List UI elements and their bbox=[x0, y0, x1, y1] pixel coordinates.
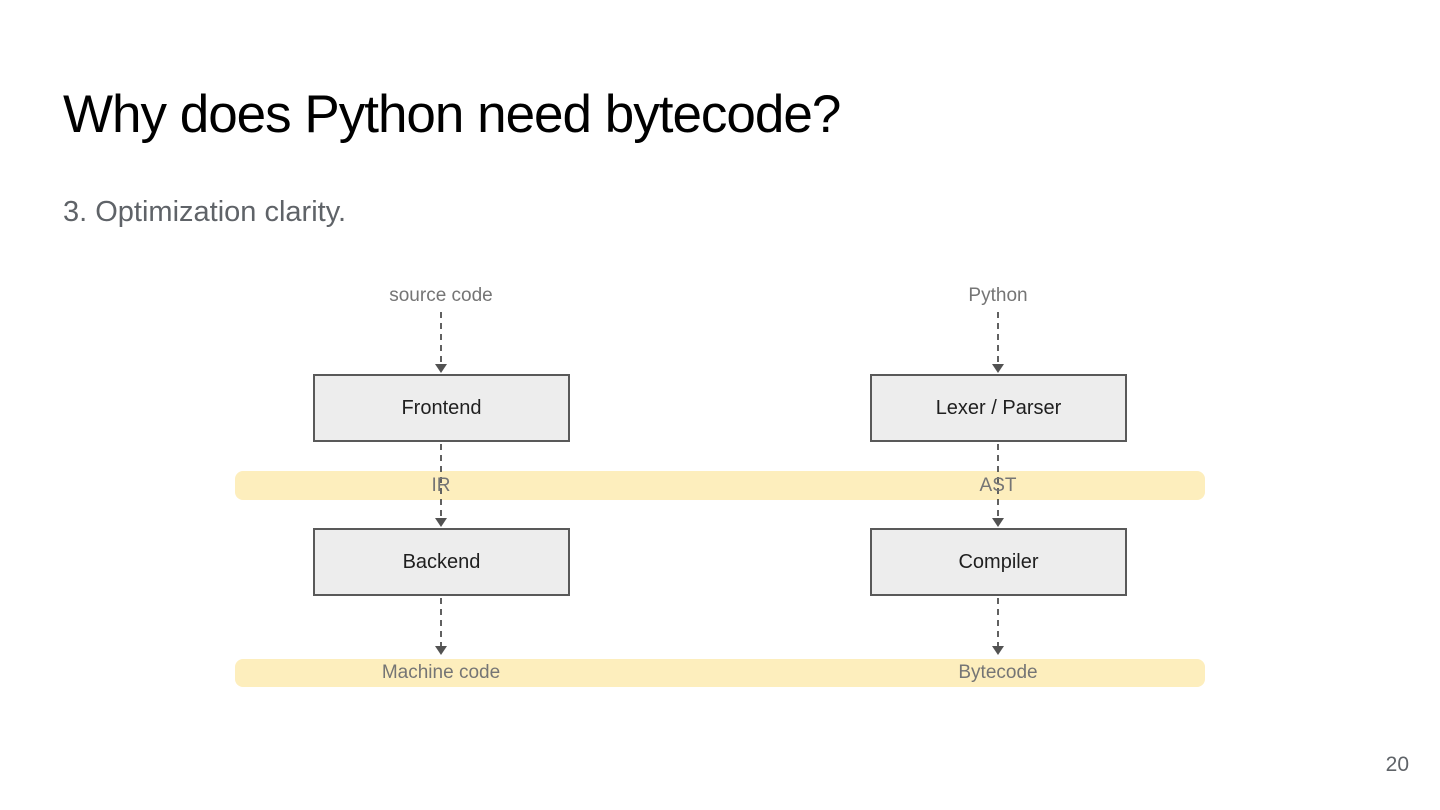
highlight-band-output bbox=[235, 659, 1205, 687]
highlight-band-intermediate bbox=[235, 471, 1205, 500]
stage-box-frontend: Frontend bbox=[313, 374, 570, 442]
arrow-down-icon bbox=[992, 364, 1004, 373]
dashed-arrow-line bbox=[440, 312, 442, 364]
dashed-arrow-line bbox=[997, 444, 999, 518]
arrow-down-icon bbox=[435, 646, 447, 655]
slide-title: Why does Python need bytecode? bbox=[63, 85, 841, 144]
output-label: Machine code bbox=[381, 662, 501, 683]
input-label: source code bbox=[389, 285, 493, 306]
input-label: Python bbox=[968, 285, 1028, 306]
dashed-arrow-line bbox=[997, 312, 999, 364]
dashed-arrow-line bbox=[997, 598, 999, 646]
intermediate-label: IR bbox=[431, 475, 451, 496]
arrow-down-icon bbox=[435, 364, 447, 373]
arrow-down-icon bbox=[992, 646, 1004, 655]
output-label: Bytecode bbox=[958, 662, 1038, 683]
stage-box-lexer-parser: Lexer / Parser bbox=[870, 374, 1127, 442]
intermediate-label: AST bbox=[979, 475, 1017, 496]
page-number: 20 bbox=[1385, 753, 1409, 776]
stage-box-backend: Backend bbox=[313, 528, 570, 596]
dashed-arrow-line bbox=[440, 444, 442, 518]
stage-box-compiler: Compiler bbox=[870, 528, 1127, 596]
dashed-arrow-line bbox=[440, 598, 442, 646]
slide-subtitle: 3. Optimization clarity. bbox=[63, 196, 347, 228]
arrow-down-icon bbox=[992, 518, 1004, 527]
arrow-down-icon bbox=[435, 518, 447, 527]
